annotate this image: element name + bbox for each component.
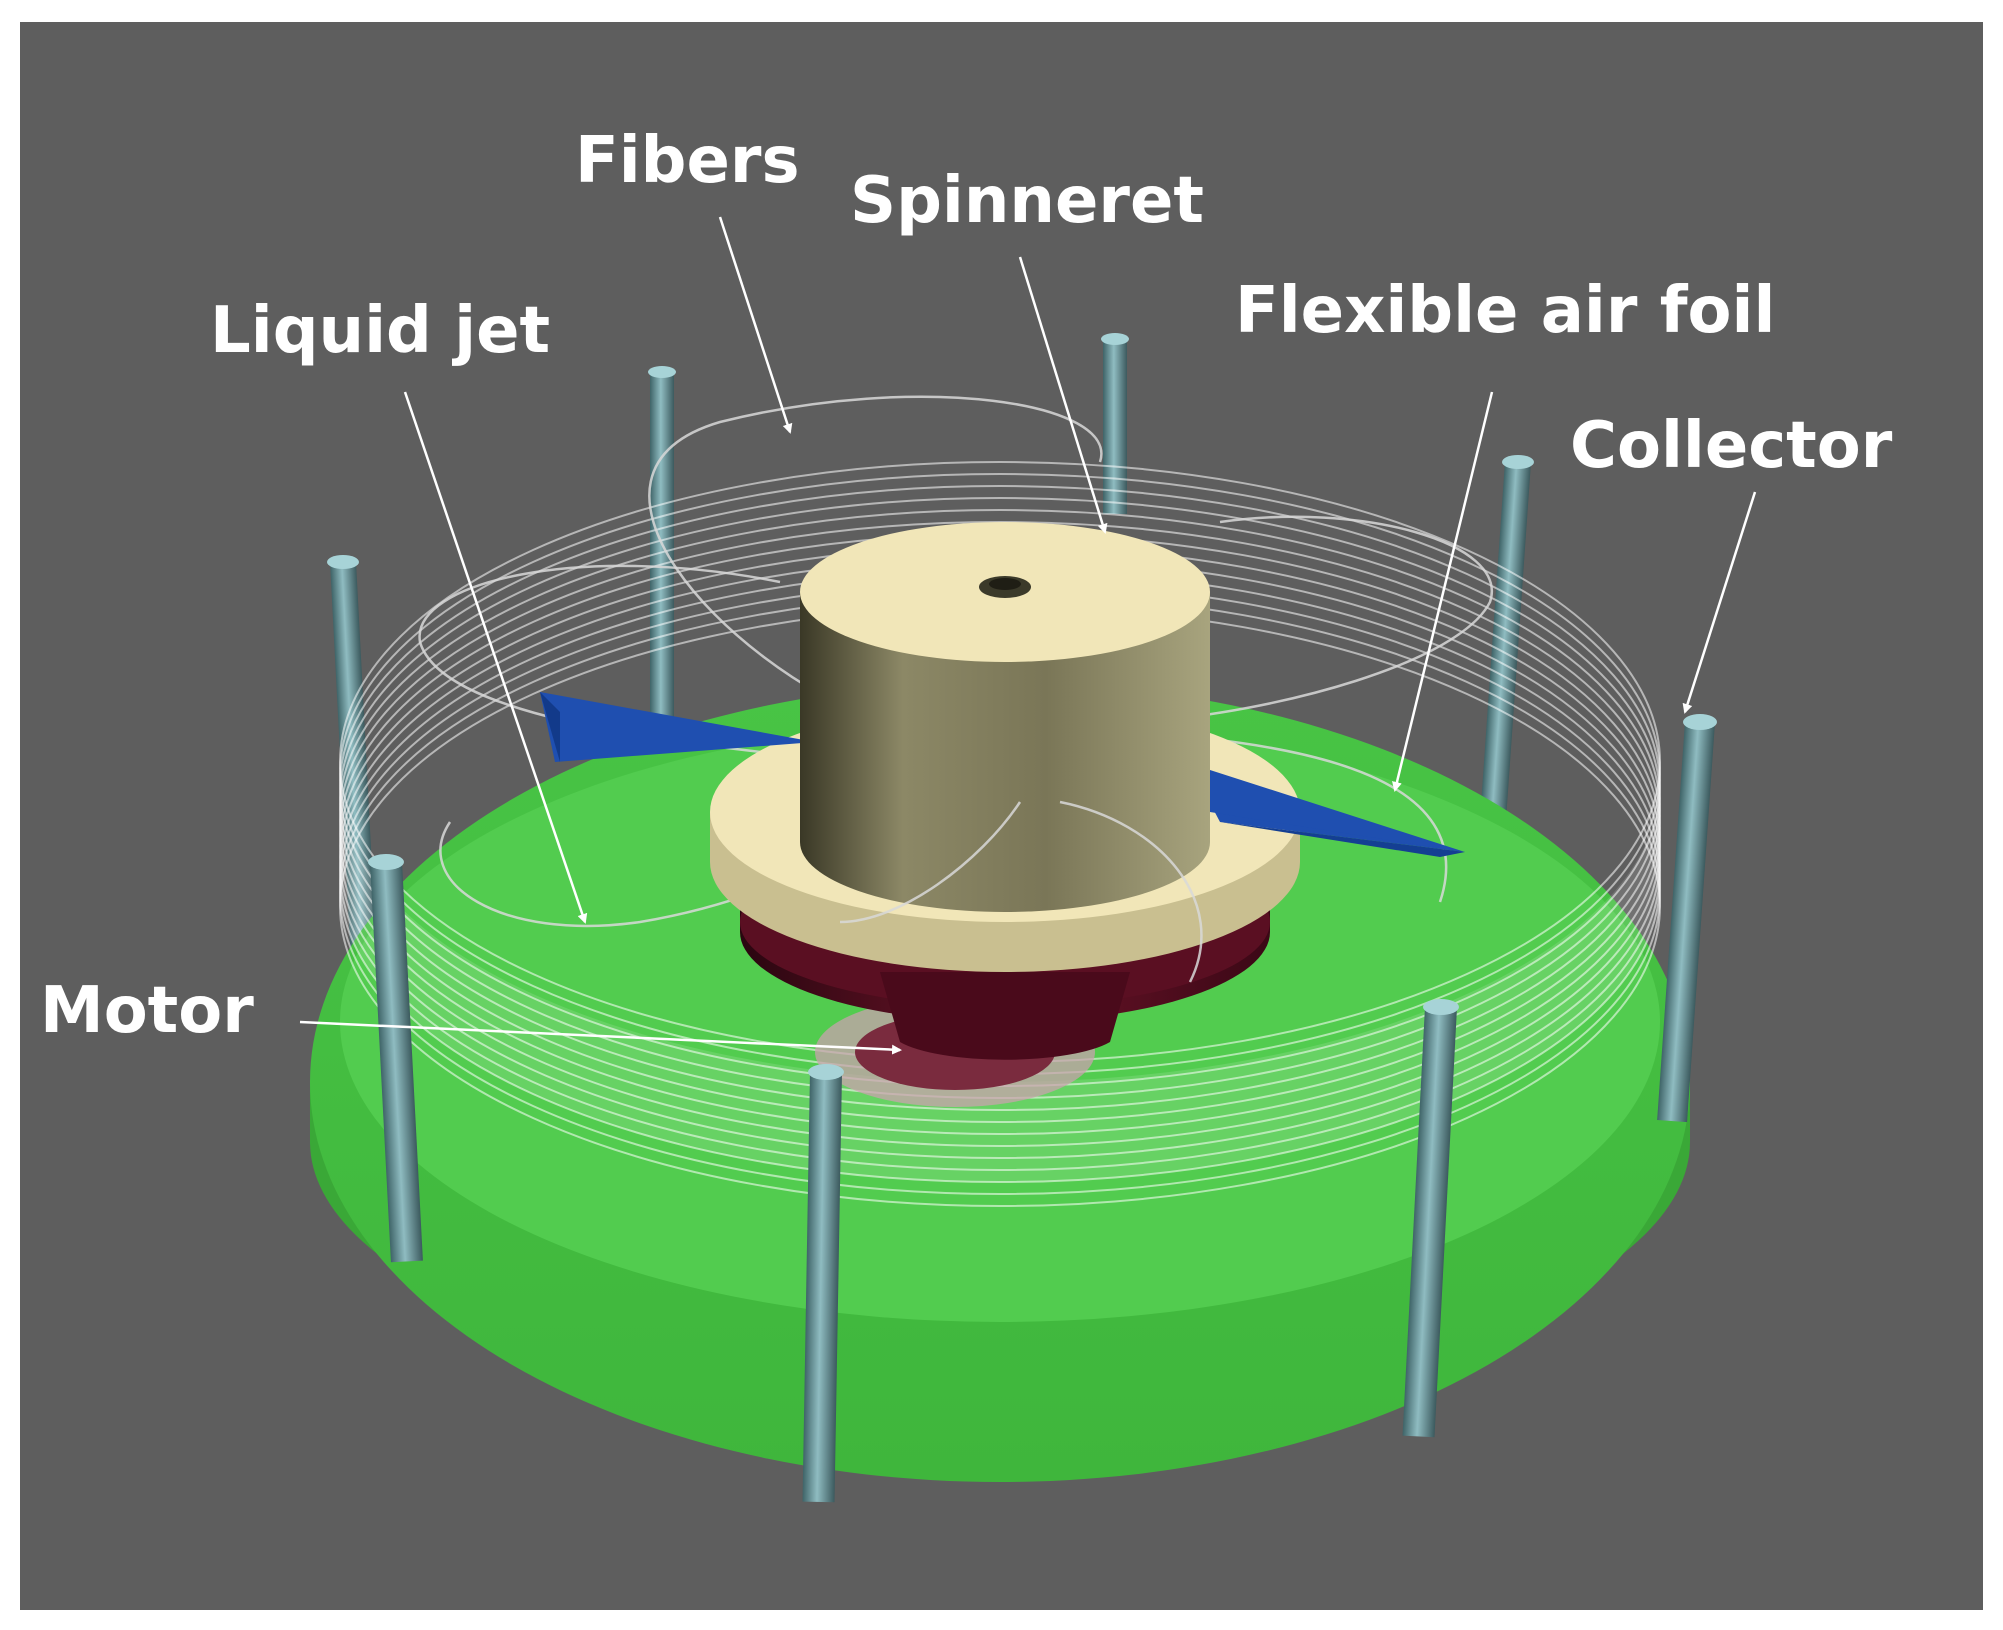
label-motor: Motor <box>40 974 254 1048</box>
label-collector: Collector <box>1570 409 1893 483</box>
collector-rod-cap <box>1502 455 1534 469</box>
collector-rod <box>1103 339 1127 514</box>
liquid-jet-arrow <box>403 391 588 924</box>
collector-rod-cap <box>368 854 404 870</box>
liquid-jet-spirals-front <box>839 800 1203 983</box>
fibers-arrow <box>718 216 793 434</box>
electrospinning-diagram: Fibers Spinneret Flexible air foil Liqui… <box>20 22 1983 1610</box>
collector-rod <box>1477 461 1531 862</box>
collector-rod <box>1657 720 1715 1123</box>
collector-rod <box>1402 1006 1457 1438</box>
collector-rod-cap <box>808 1064 844 1080</box>
collector-rod <box>802 1071 842 1503</box>
spinneret-arrow <box>1018 256 1108 534</box>
collector-arrow <box>1682 491 1757 714</box>
collector-rod-cap <box>648 366 676 378</box>
fiber-band-front-glow <box>340 782 1660 1182</box>
collector-rod-cap <box>1423 999 1459 1015</box>
label-liquid-jet: Liquid jet <box>210 294 550 368</box>
collector-rods-front <box>368 714 1717 1503</box>
collector-rod <box>370 861 423 1263</box>
flexible-air-foil-arrow <box>1392 391 1494 792</box>
annotation-arrows <box>299 216 1757 1055</box>
collector-rod-cap <box>1101 333 1129 345</box>
label-fibers: Fibers <box>575 124 800 198</box>
label-flexible-air-foil: Flexible air foil <box>1235 274 1775 348</box>
air-foil-blade-front <box>1210 770 1465 852</box>
spinneret-cylinder <box>800 522 1210 912</box>
collector-rod-cap <box>1683 714 1717 730</box>
label-spinneret: Spinneret <box>850 164 1204 238</box>
motor-arrow <box>299 1020 902 1055</box>
fiber-band <box>339 461 1661 1207</box>
collector-rod-cap <box>327 555 359 569</box>
